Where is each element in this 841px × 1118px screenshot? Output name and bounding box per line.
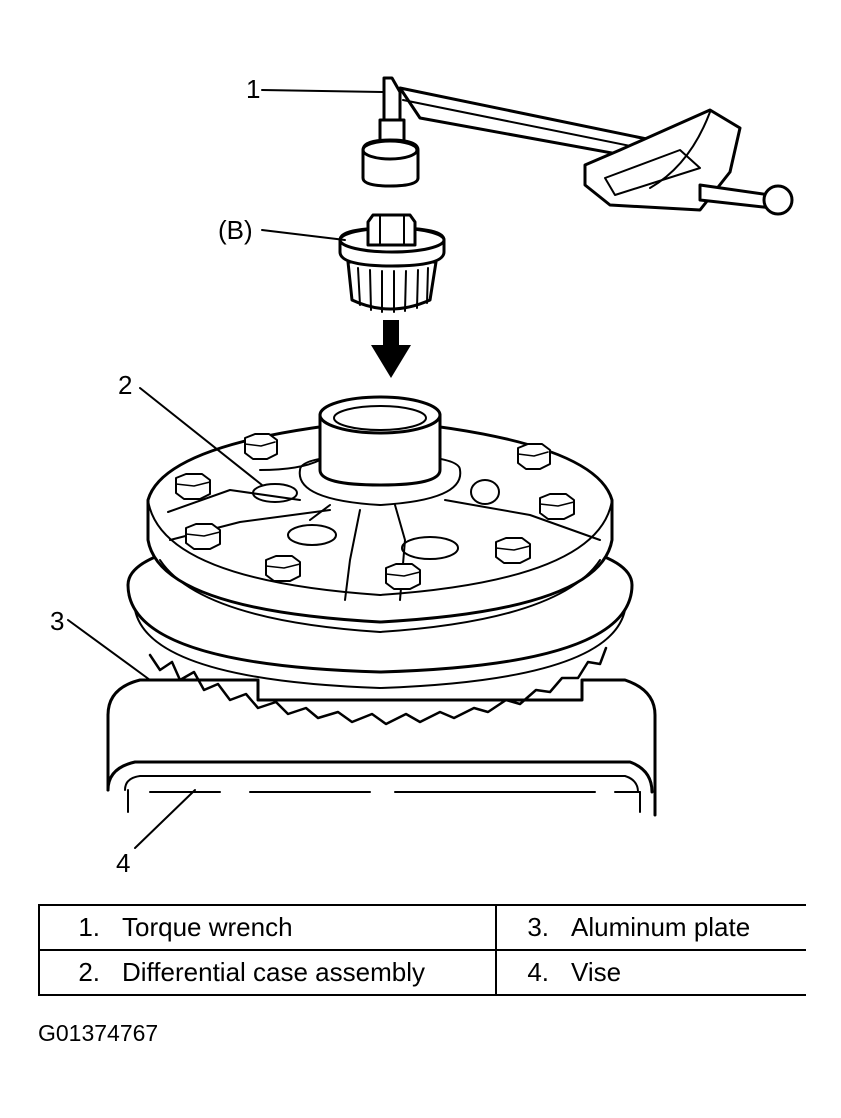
leader-lines: [67, 89, 385, 849]
special-tool-b: [338, 213, 446, 313]
legend-row: 1. Torque wrench 3. Aluminum plate: [38, 904, 806, 951]
leader-line-3: [67, 619, 151, 681]
legend-cell: 2. Differential case assembly: [38, 949, 497, 996]
legend-cell: 4. Vise: [496, 949, 806, 996]
vise: [106, 678, 657, 817]
install-arrow: [371, 320, 411, 378]
legend-label: Torque wrench: [122, 912, 293, 942]
leader-line-2: [139, 387, 263, 486]
legend-number: 2.: [78, 957, 100, 987]
callout-3: 3: [50, 606, 65, 636]
figure-code: G01374767: [38, 1020, 159, 1046]
callout-4: 4: [116, 848, 131, 878]
legend-number: 3.: [527, 912, 549, 942]
legend-label: Vise: [571, 957, 622, 987]
torque-wrench: [361, 76, 794, 216]
callout-b: (B): [218, 215, 253, 245]
parts-legend-table: 1. Torque wrench 3. Aluminum plate 2. Diffe…: [38, 904, 806, 996]
differential-case-assembly: [146, 395, 614, 633]
callout-2: 2: [118, 370, 133, 400]
legend-number: 1.: [78, 912, 100, 942]
leader-line-b: [261, 229, 346, 241]
legend-label: Aluminum plate: [571, 912, 751, 942]
legend-number: 4.: [527, 957, 549, 987]
legend-cell: 3. Aluminum plate: [496, 904, 806, 951]
leader-line-4: [134, 789, 196, 849]
differential-torque-diagram: [67, 76, 794, 849]
leader-line-1: [261, 89, 385, 93]
legend-row: 2. Differential case assembly 4. Vise: [38, 949, 806, 996]
callout-1: 1: [246, 74, 261, 104]
legend-label: Differential case assembly: [122, 957, 425, 987]
legend-cell: 1. Torque wrench: [38, 904, 497, 951]
